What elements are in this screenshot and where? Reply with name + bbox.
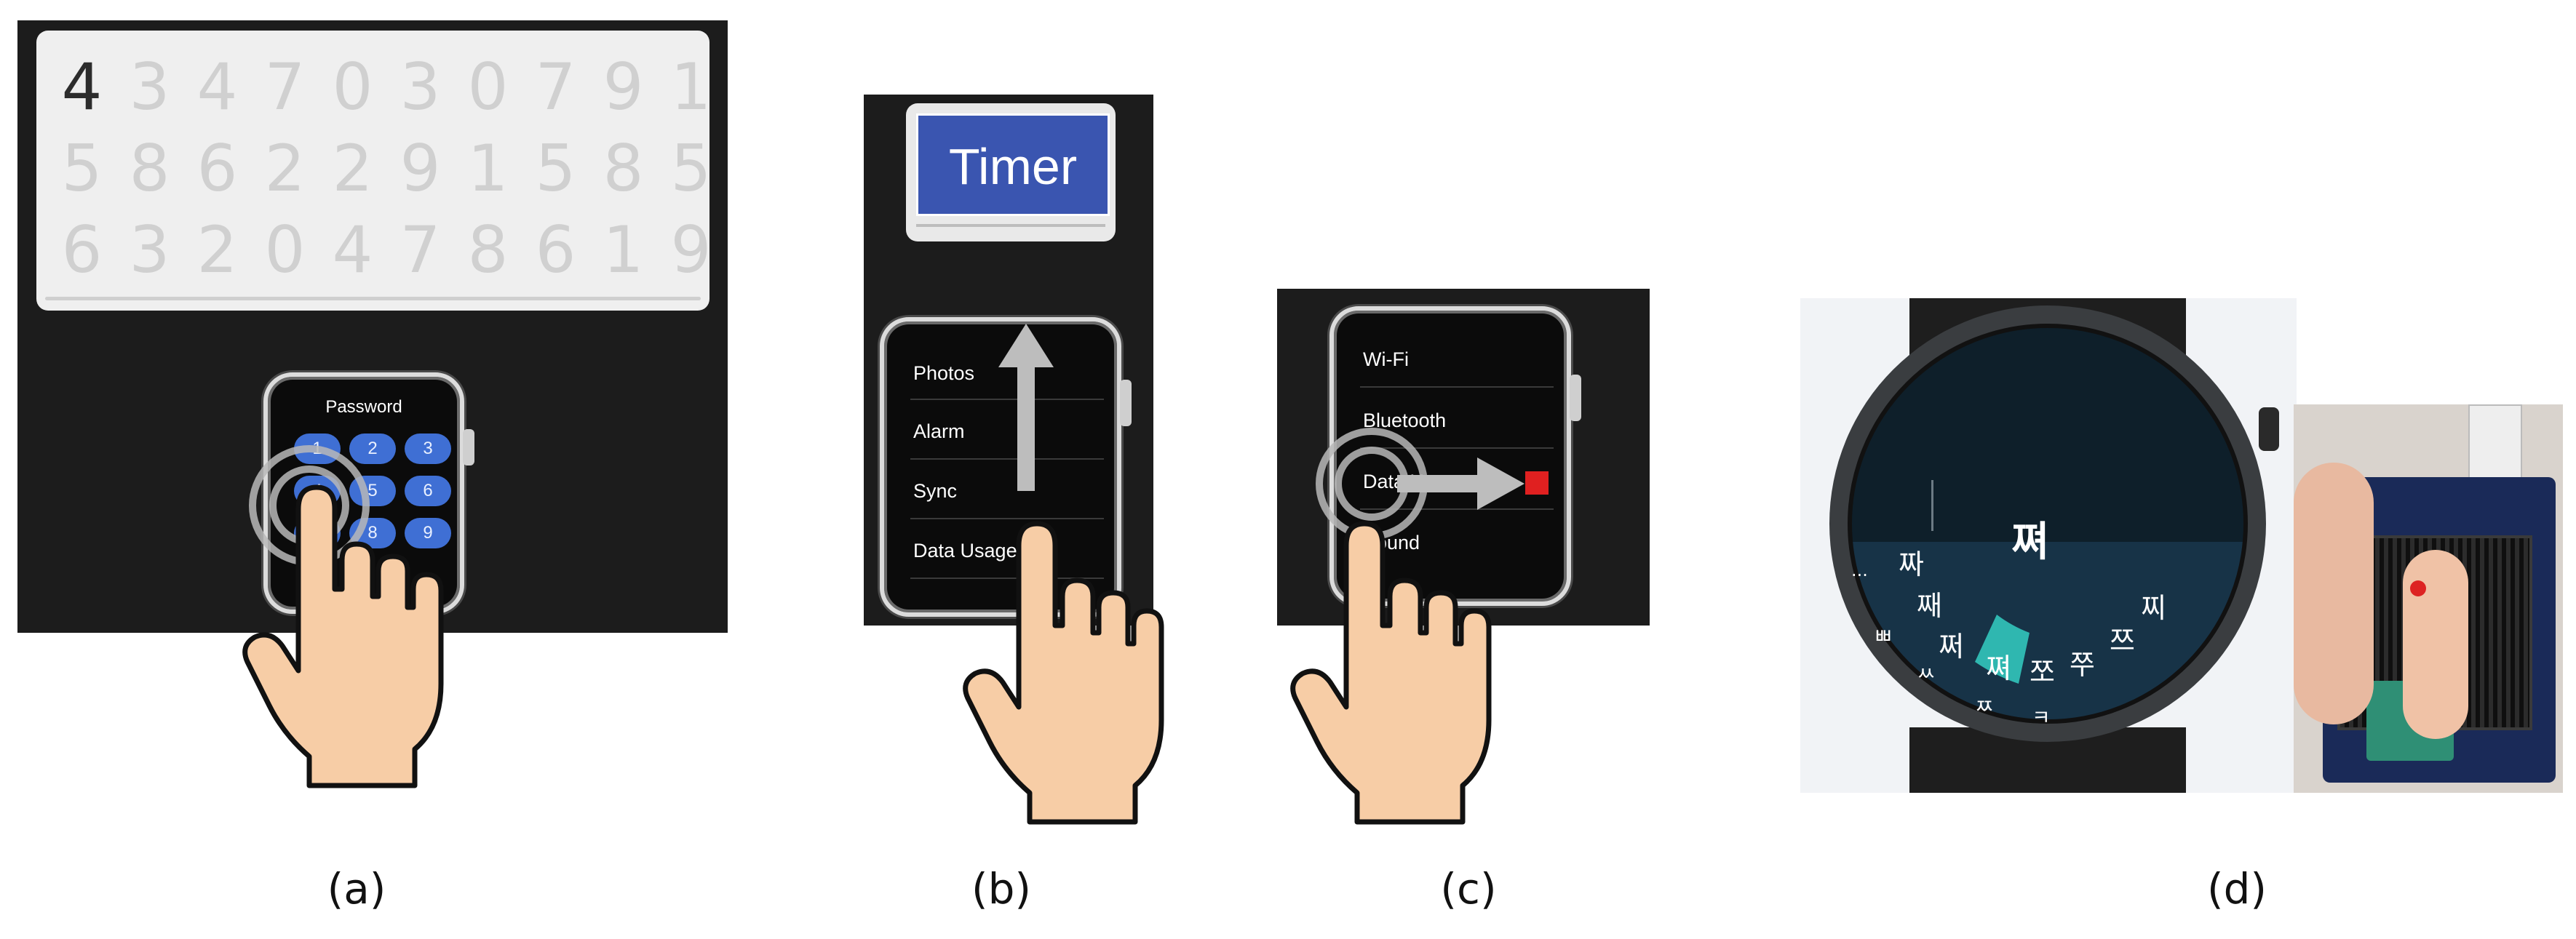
divider (1360, 447, 1554, 449)
divider (1360, 508, 1554, 510)
digit-board: 4 3 4 7 0 3 0 7 9 1 5 8 6 2 2 9 1 5 8 5 … (36, 31, 712, 311)
watch-button (2259, 407, 2279, 451)
divider (910, 458, 1104, 460)
key-jjeo[interactable]: 쩌 (1939, 631, 1964, 663)
hand-icon (1290, 521, 1492, 825)
caption-b: (b) (971, 864, 1032, 914)
digit: 8 (129, 131, 170, 206)
digit: 6 (535, 212, 576, 287)
key-9[interactable]: 9 (405, 518, 451, 548)
divider (45, 297, 701, 300)
key-jju[interactable]: 쭈 (2070, 649, 2095, 681)
digit: 6 (61, 212, 103, 287)
divider (1360, 386, 1554, 388)
menu-item-alarm[interactable]: Alarm (913, 420, 965, 442)
digit: 0 (332, 49, 373, 124)
caption-d: (d) (2206, 864, 2267, 914)
menu-item-wifi[interactable]: Wi-Fi (1363, 348, 1409, 370)
digit: 0 (467, 49, 509, 124)
swipe-right-arrow-icon (1397, 457, 1524, 510)
digit: 9 (399, 131, 441, 206)
key-jjo[interactable]: 쪼 (2030, 656, 2055, 688)
menu-item-data-usage[interactable]: Data Usage (913, 540, 1017, 562)
digit: 9 (603, 49, 644, 124)
digit: 1 (467, 131, 509, 206)
key-ssang-bieup[interactable]: ㅃ (1873, 624, 1893, 650)
panel-c: Wi-Fi Bluetooth Data Usage Sound (1277, 289, 1650, 626)
watch-crown (1570, 375, 1581, 421)
key-jjyeo[interactable]: 쪄 (1986, 652, 2011, 684)
digit: 7 (535, 49, 576, 124)
key-ssang-siot[interactable]: ㅆ (1917, 662, 1936, 686)
divider (910, 578, 1104, 579)
key-jjeu[interactable]: 쯔 (2110, 625, 2135, 657)
digit: 7 (264, 49, 306, 124)
digit: 3 (129, 49, 170, 124)
digit: 9 (670, 212, 712, 287)
timer-banner: Timer (916, 113, 1110, 216)
target-square-icon (1525, 471, 1549, 495)
key-jja[interactable]: 짜 (1899, 548, 1924, 580)
screen-title: Password (325, 397, 402, 417)
key-6[interactable]: 6 (405, 476, 451, 506)
key-ssang-jieut[interactable]: ㅉ (1975, 695, 1994, 719)
digit: 2 (332, 131, 373, 206)
panel-d-watch-photo: 쪄 ... 짜 째 쩌 쪄 쪼 쭈 쯔 찌 ㅃ ㅆ ㅉ ㅋ (1800, 298, 2297, 793)
digit: 3 (129, 212, 170, 287)
watch-crown (463, 429, 474, 465)
menu-item-photos[interactable]: Photos (913, 362, 975, 384)
divider (916, 224, 1105, 227)
digit: 7 (399, 212, 441, 287)
digit: 5 (670, 131, 712, 206)
digit: 2 (264, 131, 306, 206)
digit: 6 (196, 131, 238, 206)
digit: 2 (196, 212, 238, 287)
digit: 4 (332, 212, 373, 287)
hand-icon (242, 484, 444, 788)
watch-crown (1120, 380, 1132, 426)
digit: 8 (603, 131, 644, 206)
key-jjae[interactable]: 째 (1917, 590, 1942, 622)
digit: 5 (535, 131, 576, 206)
red-button (2410, 580, 2426, 596)
menu-item-bluetooth[interactable]: Bluetooth (1363, 409, 1447, 431)
key-3[interactable]: 3 (405, 433, 451, 464)
panel-d-device-photo (2294, 404, 2563, 793)
digit: 4 (196, 49, 238, 124)
hand-icon (963, 521, 1164, 825)
digit-row-3: 6 3 2 0 4 7 8 6 1 9 (48, 218, 725, 282)
digit-row-2: 5 8 6 2 2 9 1 5 8 5 (48, 137, 725, 201)
divider (910, 518, 1104, 519)
digit: 3 (399, 49, 441, 124)
key-kieuk[interactable]: ㅋ (2032, 706, 2051, 730)
caption-a: (a) (327, 864, 386, 914)
swipe-up-arrow-icon (998, 324, 1054, 491)
timer-card: Timer (906, 103, 1116, 241)
panel-a: 4 3 4 7 0 3 0 7 9 1 5 8 6 2 2 9 1 5 8 5 … (17, 20, 728, 633)
divider (910, 399, 1104, 400)
digit: 4 (61, 49, 103, 124)
menu-item-sync[interactable]: Sync (913, 480, 958, 502)
finger (2403, 550, 2468, 739)
usb-cable (2468, 404, 2522, 487)
digit: 1 (603, 212, 644, 287)
selected-character: 쪄 (2011, 519, 2049, 566)
watch-face (1848, 324, 2248, 724)
digit: 0 (264, 212, 306, 287)
digit-row-1: 4 3 4 7 0 3 0 7 9 1 (48, 55, 725, 119)
digit: 1 (670, 49, 712, 124)
digit: 5 (61, 131, 103, 206)
key-2[interactable]: 2 (349, 433, 396, 464)
timer-label: Timer (948, 138, 1078, 195)
key-jji[interactable]: 찌 (2141, 592, 2166, 624)
digit: 8 (467, 212, 509, 287)
caption-c: (c) (1440, 864, 1497, 914)
key-ellipsis[interactable]: ... (1851, 560, 1868, 580)
thumb (2294, 463, 2374, 724)
